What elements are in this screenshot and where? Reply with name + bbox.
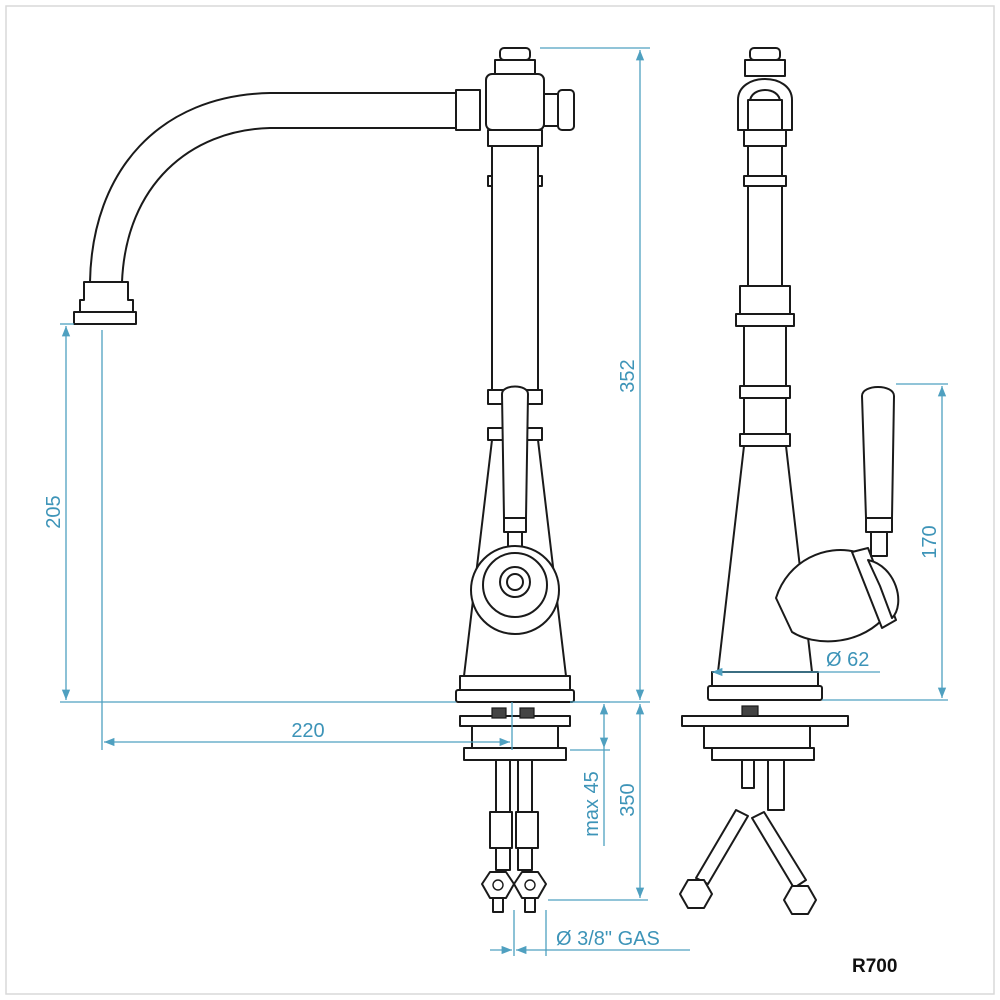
dim-350-label: 350 bbox=[617, 783, 639, 816]
side-mounting-bracket bbox=[703, 725, 811, 749]
dim-gas-label: Ø 3/8" GAS bbox=[556, 928, 660, 950]
dim-205-label: 205 bbox=[43, 495, 65, 528]
side-hose-left-nut bbox=[679, 879, 713, 909]
spout-nozzle bbox=[79, 281, 134, 313]
side-valve-cap bbox=[851, 547, 897, 629]
side-ring-2 bbox=[739, 433, 791, 447]
base-plate bbox=[455, 689, 575, 703]
front-view bbox=[73, 47, 575, 913]
dim-220-label: 220 bbox=[291, 720, 324, 742]
side-collar-a bbox=[743, 129, 787, 147]
side-lever-ferrule bbox=[865, 517, 893, 533]
side-collar-c bbox=[739, 285, 791, 315]
mounting-bracket bbox=[471, 725, 559, 749]
lever-handle bbox=[501, 385, 529, 519]
dim-170-label: 170 bbox=[919, 525, 941, 558]
side-base-plate bbox=[707, 685, 823, 701]
column bbox=[491, 145, 539, 391]
side-top-knob bbox=[749, 47, 781, 61]
top-knob bbox=[499, 47, 531, 61]
dim-max45-label: max 45 bbox=[581, 771, 603, 837]
column-collar-upper bbox=[487, 129, 543, 147]
side-hose-right bbox=[751, 811, 807, 889]
lever-ferrule bbox=[503, 517, 527, 533]
spout-collar bbox=[455, 89, 481, 131]
mounting-plate bbox=[463, 747, 567, 761]
dim-352-label: 352 bbox=[617, 359, 639, 392]
valve-disc-core bbox=[506, 573, 524, 591]
hose-right-ferrule bbox=[515, 811, 539, 849]
mounting-washer bbox=[459, 715, 571, 727]
side-valve-end bbox=[867, 559, 900, 619]
side-collar-b bbox=[743, 175, 787, 187]
side-mounting-washer bbox=[681, 715, 849, 727]
side-base-ring bbox=[711, 671, 819, 687]
model-code: R700 bbox=[852, 956, 897, 977]
base-ring bbox=[459, 675, 571, 691]
dim-62-label: Ø 62 bbox=[826, 649, 869, 671]
head-body bbox=[485, 73, 545, 131]
side-lever-handle bbox=[861, 386, 895, 519]
spout-tube bbox=[89, 92, 459, 283]
side-stud bbox=[741, 759, 755, 789]
hose-left-ferrule bbox=[489, 811, 513, 849]
side-view bbox=[679, 47, 900, 915]
mounting-nut-a bbox=[491, 707, 507, 719]
drawing-frame bbox=[5, 5, 995, 995]
side-column-upper bbox=[747, 99, 783, 287]
dimension-lines: 352 205 220 170 Ø 62 max 45 350 Ø 3/8" G… bbox=[43, 47, 948, 956]
side-mounting-plate bbox=[711, 747, 815, 761]
hose-right-tail bbox=[524, 897, 536, 913]
side-collar-d bbox=[735, 313, 795, 327]
side-shank bbox=[767, 759, 785, 811]
hose-left-tail bbox=[492, 897, 504, 913]
side-column-lower bbox=[743, 325, 787, 439]
hose-left-nut-hole bbox=[492, 879, 504, 891]
top-knob-neck bbox=[494, 59, 536, 75]
side-lever-stem bbox=[870, 531, 888, 557]
side-top-neck bbox=[744, 59, 786, 77]
side-hose-right-nut bbox=[783, 885, 817, 915]
side-cone-body bbox=[717, 445, 813, 673]
side-ring-1 bbox=[739, 385, 791, 399]
side-head-loop bbox=[737, 78, 793, 131]
side-hose-left bbox=[695, 809, 749, 885]
side-knob bbox=[543, 93, 559, 127]
hose-right-nut-hole bbox=[524, 879, 536, 891]
side-mounting-nut bbox=[741, 705, 759, 717]
mounting-nut-b bbox=[519, 707, 535, 719]
side-cap bbox=[557, 89, 575, 131]
spout-outlet bbox=[73, 311, 137, 325]
